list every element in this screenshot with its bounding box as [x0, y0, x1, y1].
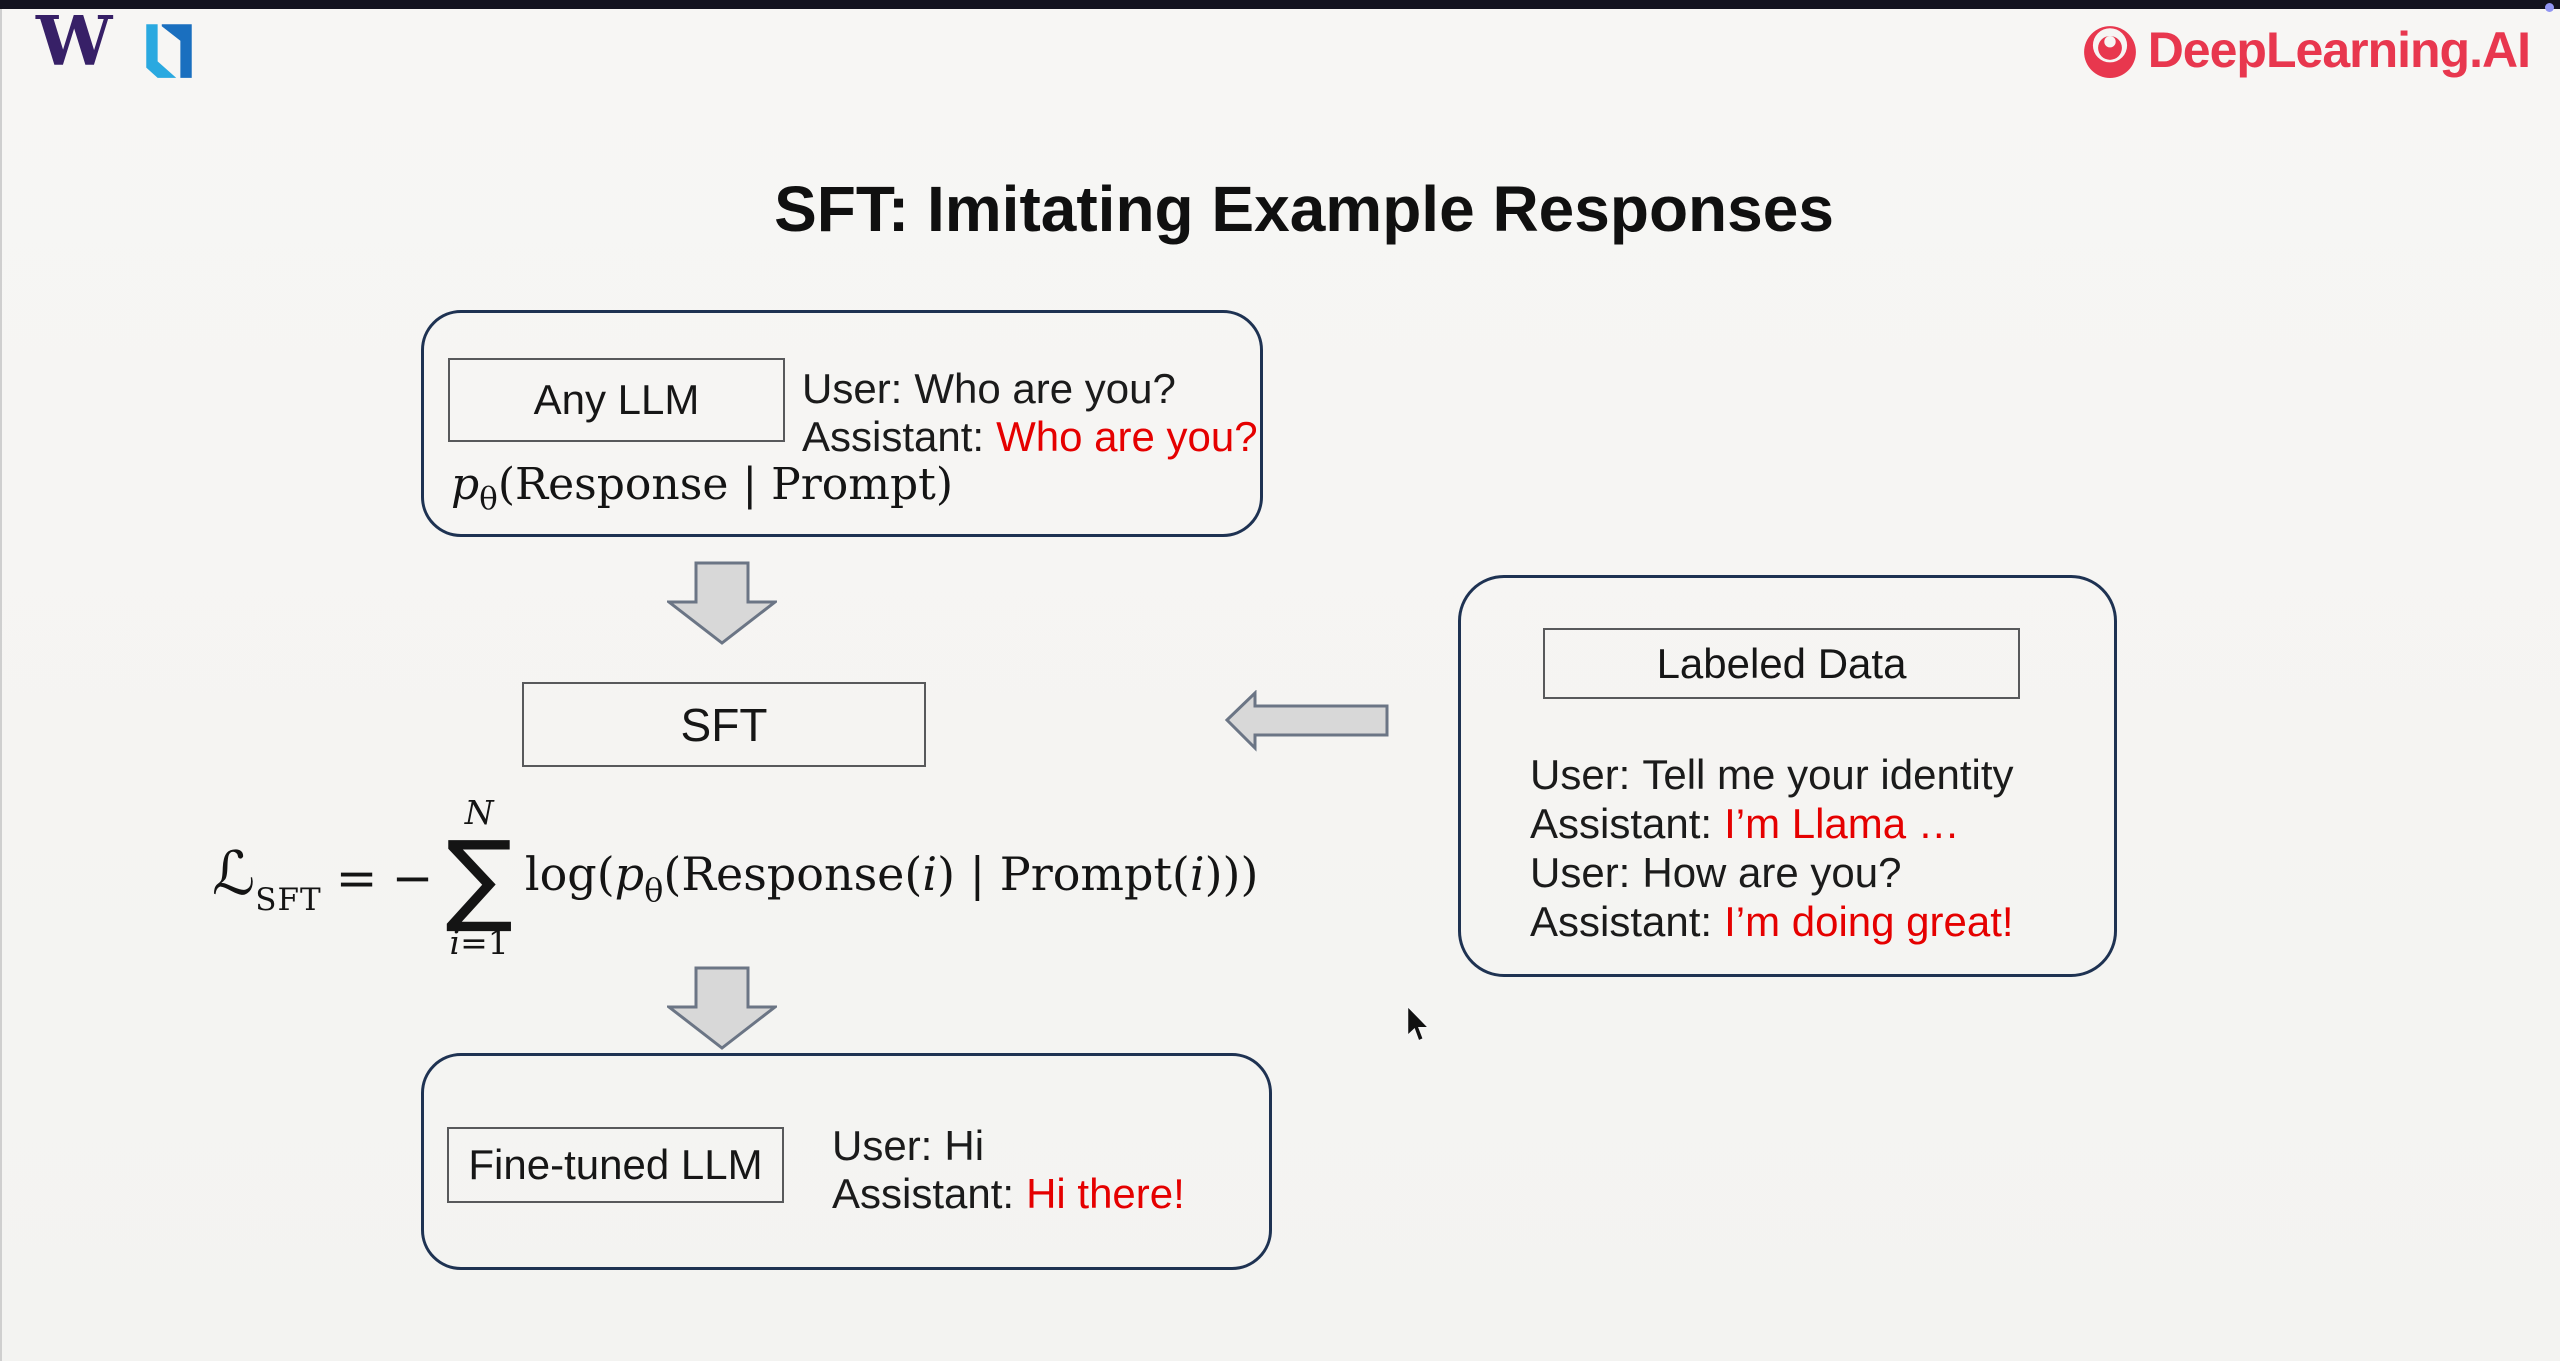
- chat-speaker: Assistant:: [802, 413, 985, 460]
- notification-dot: [2545, 3, 2554, 12]
- chat-speaker: Assistant:: [832, 1170, 1015, 1217]
- fine-tuned-label: Fine-tuned LLM: [468, 1141, 763, 1188]
- any-llm-distribution: pθ(Response | Prompt): [451, 459, 953, 517]
- chat-text: I’m Llama …: [1724, 800, 1960, 847]
- chat-text: Tell me your identity: [1642, 751, 2014, 798]
- loss-symbol: ℒSFT: [212, 838, 322, 918]
- chat-speaker: User:: [802, 365, 903, 412]
- deeplearning-brand-text: DeepLearning.AI: [2147, 22, 2531, 78]
- chat-line: Assistant:Who are you?: [802, 413, 1258, 461]
- fine-tuned-panel: Fine-tuned LLM User:Hi Assistant:Hi ther…: [421, 1053, 1272, 1270]
- chat-line: User:Who are you?: [802, 365, 1258, 413]
- sft-box: SFT: [522, 682, 926, 767]
- sft-label: SFT: [680, 698, 768, 751]
- chat-text: I’m doing great!: [1724, 898, 2014, 945]
- deeplearning-logo: DeepLearning.AI: [2081, 18, 2531, 82]
- chat-line: Assistant:I’m doing great!: [1530, 897, 2014, 946]
- chat-speaker: Assistant:: [1530, 898, 1713, 945]
- top-bar: [0, 0, 2560, 9]
- any-llm-label-box: Any LLM: [448, 358, 785, 442]
- left-arrow-icon: [1224, 690, 1389, 752]
- chat-line: User:Hi: [832, 1122, 1185, 1170]
- chat-speaker: User:: [1530, 751, 1631, 798]
- sum-upper-limit: N: [464, 793, 494, 832]
- summation: N ∑ i=1: [445, 796, 512, 960]
- formula-body: log(pθ(Response(i) | Prompt(i))): [524, 847, 1259, 909]
- chat-text: Who are you?: [914, 365, 1176, 412]
- sft-loss-formula: ℒSFT = − N ∑ i=1 log(pθ(Response(i) | Pr…: [212, 790, 1258, 966]
- math-rest: (Response | Prompt): [497, 459, 954, 510]
- loss-subscript: SFT: [255, 881, 322, 918]
- labeled-data-chat: User:Tell me your identity Assistant:I’m…: [1530, 750, 2014, 946]
- uw-logo: W: [36, 2, 113, 82]
- chat-speaker: User:: [832, 1122, 933, 1169]
- deeplearning-logo-mark-icon: [2083, 26, 2136, 78]
- any-llm-label: Any LLM: [533, 376, 700, 423]
- down-arrow-icon: [667, 966, 777, 1050]
- labeled-data-label: Labeled Data: [1656, 639, 1907, 687]
- chat-line: Assistant:Hi there!: [832, 1170, 1185, 1218]
- chat-line: User:How are you?: [1530, 848, 2014, 897]
- chat-text: Hi there!: [1026, 1170, 1185, 1217]
- n-logo-icon: [146, 24, 192, 78]
- math-theta: θ: [479, 481, 498, 517]
- chat-line: Assistant:I’m Llama …: [1530, 799, 2014, 848]
- chat-text: Hi: [944, 1122, 985, 1169]
- minus-sign: −: [391, 849, 434, 907]
- mouse-cursor-icon: [1406, 1005, 1430, 1042]
- labeled-data-label-box: Labeled Data: [1543, 628, 2020, 699]
- chat-text: Who are you?: [996, 413, 1258, 460]
- sigma-icon: ∑: [445, 819, 513, 936]
- fine-tuned-label-box: Fine-tuned LLM: [447, 1127, 784, 1203]
- chat-line: User:Tell me your identity: [1530, 750, 2014, 799]
- fine-tuned-chat: User:Hi Assistant:Hi there!: [832, 1122, 1185, 1218]
- down-arrow-icon: [667, 561, 777, 645]
- any-llm-chat: User:Who are you? Assistant:Who are you?: [802, 365, 1258, 461]
- chat-text: How are you?: [1642, 849, 1902, 896]
- left-edge-line: [0, 9, 2, 1361]
- labeled-data-panel: Labeled Data User:Tell me your identity …: [1458, 575, 2117, 977]
- any-llm-panel: Any LLM User:Who are you? Assistant:Who …: [421, 310, 1263, 537]
- chat-speaker: User:: [1530, 849, 1631, 896]
- math-p: p: [451, 459, 480, 510]
- equals-sign: =: [335, 849, 378, 907]
- chat-speaker: Assistant:: [1530, 800, 1713, 847]
- page-title: SFT: Imitating Example Responses: [774, 173, 1834, 245]
- sum-lower-limit: i=1: [449, 923, 509, 962]
